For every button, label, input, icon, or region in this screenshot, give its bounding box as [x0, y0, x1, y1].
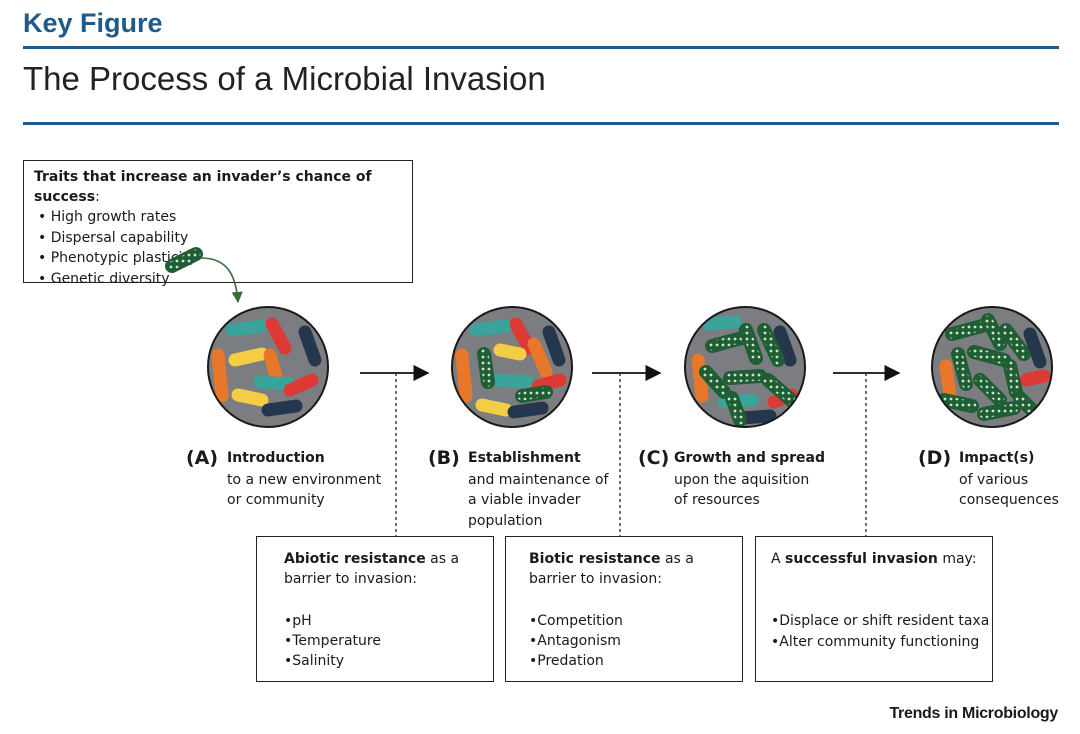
invader-microbe-icon [165, 247, 203, 273]
petri-dish-a-rim [207, 306, 329, 428]
biotic-item: •Competition [529, 612, 623, 629]
biotic-heading-bold: Biotic resistance [529, 551, 661, 567]
petri-dish-b-rim [451, 306, 573, 428]
stage-a-heading: Introduction [227, 450, 325, 466]
traits-box: Traits that increase an invader’s chance… [23, 160, 413, 287]
key-figure-label: Key Figure [23, 8, 163, 38]
stage-d-heading: Impact(s) [959, 450, 1035, 466]
petri-dish-c-rim [684, 306, 806, 428]
success-item: •Displace or shift resident taxa [771, 613, 990, 630]
biotic-heading: Biotic resistance as a [529, 549, 742, 569]
abiotic-heading: Abiotic resistance as a [284, 549, 493, 569]
abiotic-item: •pH [284, 612, 312, 629]
title-rule [23, 122, 1059, 125]
stage-d-letter: (D) [918, 447, 952, 469]
trait-item: • Dispersal capability [38, 229, 189, 246]
traits-heading-bold: Traits that increase an invader’s chance… [34, 169, 372, 205]
page-title: The Process of a Microbial Invasion [23, 60, 546, 97]
trait-item-label: High growth rates [50, 209, 177, 225]
stage-c-description: upon the aquisition of resources [674, 472, 810, 509]
successful-invasion-box: A successful invasion may: •Displace or … [755, 536, 993, 682]
petri-dish-d [932, 307, 1052, 427]
biotic-subheading: barrier to invasion: [529, 571, 662, 588]
trait-item: • Genetic diversity [38, 270, 170, 287]
traits-heading: Traits that increase an invader’s chance… [34, 167, 412, 207]
introduction-arrow [200, 257, 243, 304]
stage-a-description: to a new environment or community [227, 472, 382, 509]
abiotic-item: •Temperature [284, 632, 381, 649]
biotic-item: •Predation [529, 653, 604, 670]
success-heading-pre: A [771, 551, 786, 567]
traits-heading-tail: : [95, 189, 100, 205]
stage-b-letter: (B) [428, 447, 460, 469]
stage-c-letter: (C) [638, 447, 670, 469]
trait-item: • High growth rates [38, 209, 177, 225]
success-heading-bold: successful invasion [785, 551, 938, 567]
abiotic-item: •Salinity [284, 653, 345, 670]
petri-dish-b [452, 307, 572, 427]
success-item: •Alter community functioning [771, 633, 980, 650]
success-heading-tail: may: [937, 551, 977, 567]
trait-item-label: Dispersal capability [50, 229, 189, 246]
petri-dish-d-rim [931, 306, 1053, 428]
stage-d-description: of various consequences [959, 472, 1059, 509]
trait-item-label: Genetic diversity [50, 270, 170, 287]
abiotic-heading-tail: as a [425, 551, 460, 567]
trait-item-label: Phenotypic plasticity [50, 250, 197, 266]
abiotic-heading-bold: Abiotic resistance [284, 551, 426, 567]
petri-dish-a [208, 307, 328, 427]
success-heading: A successful invasion may: [771, 549, 992, 569]
biotic-item: •Antagonism [529, 632, 621, 649]
stage-c-heading: Growth and spread [674, 450, 826, 466]
trait-item: • Phenotypic plasticity [38, 250, 197, 266]
stage-a-letter: (A) [186, 447, 219, 469]
abiotic-resistance-box: Abiotic resistance as a barrier to invas… [256, 536, 494, 682]
header-rule [23, 46, 1059, 49]
stage-b-heading: Establishment [468, 450, 581, 466]
petri-dish-c [685, 307, 805, 427]
abiotic-subheading: barrier to invasion: [284, 571, 417, 588]
stage-b-description: and maintenance of a viable invader popu… [468, 472, 609, 529]
biotic-heading-tail: as a [660, 551, 694, 567]
journal-credit: Trends in Microbiology [889, 705, 1058, 722]
biotic-resistance-box: Biotic resistance as a barrier to invasi… [505, 536, 743, 682]
